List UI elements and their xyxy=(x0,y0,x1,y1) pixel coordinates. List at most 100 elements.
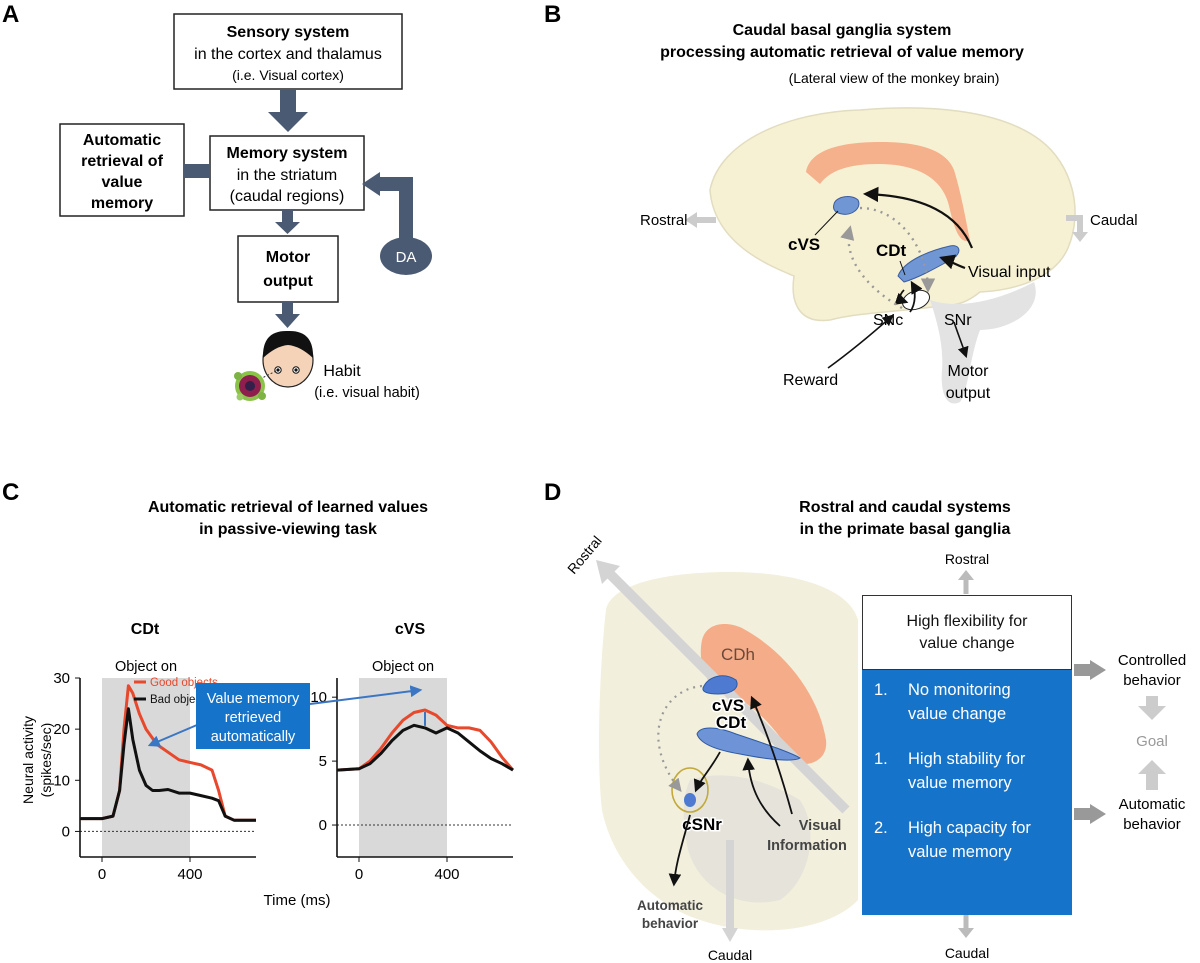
memory-title: Memory system xyxy=(227,145,348,162)
y-tick-label: 0 xyxy=(62,823,70,840)
controlled-to-goal-arrow xyxy=(1138,696,1166,720)
caudal-arrow xyxy=(1066,215,1083,234)
memory-line1: in the striatum xyxy=(237,167,337,184)
x-tick-label: 0 xyxy=(355,866,363,883)
sensory-to-memory-arrow xyxy=(268,89,308,132)
controlled-label1: Controlled xyxy=(1118,652,1186,669)
csnr-core xyxy=(684,793,696,807)
panel-b-title1: Caudal basal ganglia system xyxy=(733,22,952,39)
caudal-brain-label: Caudal xyxy=(708,947,752,963)
face-icon xyxy=(249,330,314,388)
property-number: 2. xyxy=(874,819,888,837)
snc-to-cdt-path xyxy=(909,280,923,313)
brainstem-cerebellum xyxy=(930,282,1036,404)
csnr-label: cSNr xyxy=(682,815,722,834)
cdh-region xyxy=(700,624,827,765)
automatic-l1: Automatic xyxy=(83,132,161,149)
cdh-label: CDh xyxy=(721,645,755,664)
flexibility-text: High flexibility for value change xyxy=(906,612,1028,652)
caudal-properties-box: 1. No monitoring value change 1. High st… xyxy=(862,670,1072,915)
motor-output-label1: Motor xyxy=(948,363,990,380)
y-tick-label: 30 xyxy=(53,670,70,687)
y-tick-label: 20 xyxy=(53,721,70,738)
rostral-top-arrowhead xyxy=(958,570,974,580)
da-node xyxy=(380,237,432,275)
motor-l1: Motor xyxy=(266,249,310,266)
x-tick-label: 0 xyxy=(98,866,106,883)
memory-automatic-connector xyxy=(184,164,210,178)
panel-b-title2: processing automatic retrieval of value … xyxy=(660,44,1024,61)
property-item: 2. High capacity for value memory xyxy=(874,816,1062,864)
x-tick-label: 400 xyxy=(434,866,459,883)
panel-c: C Automatic retrieval of learned values … xyxy=(2,479,515,909)
x-axis-label: Time (ms) xyxy=(264,892,331,909)
object-on-shading xyxy=(102,678,190,857)
callout-arrow-cvs xyxy=(309,685,423,705)
automatic-to-goal-arrow xyxy=(1138,760,1166,790)
monkey-brain-lateral xyxy=(709,107,1076,322)
striatum-body xyxy=(806,142,970,241)
motor-output-arrow xyxy=(953,321,969,359)
panel-a-letter: A xyxy=(2,1,19,28)
good-objects-line xyxy=(336,708,515,772)
sensory-system-box xyxy=(173,13,403,90)
controlled-arrowhead xyxy=(1090,660,1106,680)
rostral-diag-arrowhead xyxy=(596,560,620,584)
automatic-behavior-brain1: Automatic xyxy=(637,898,703,913)
cvs-region-d xyxy=(702,675,738,695)
memory-to-motor-arrow xyxy=(275,210,300,234)
bad-objects-line xyxy=(80,707,256,822)
automatic-label1: Automatic xyxy=(1119,796,1186,813)
object-on-shading xyxy=(359,678,447,857)
property-item: 1. No monitoring value change xyxy=(874,678,1062,726)
automatic-retrieval-box xyxy=(59,123,185,217)
cvs-to-snr-dotted xyxy=(859,206,936,293)
brainstem-region xyxy=(683,775,811,903)
property-text: No monitoring value change xyxy=(908,681,1011,723)
habit-label: Habit xyxy=(323,363,361,380)
property-text: High stability for value memory xyxy=(908,750,1026,792)
y-tick-label: 10 xyxy=(53,772,70,789)
da-arrowhead xyxy=(362,172,380,196)
visual-info-label1: Visual xyxy=(799,818,841,834)
visual-input-label: Visual input xyxy=(968,264,1051,281)
automatic-l3: value xyxy=(102,174,143,191)
cdt-label: CDt xyxy=(876,241,907,260)
visual-to-cdt-path xyxy=(939,254,966,270)
chart-title-cdt: CDt xyxy=(131,621,160,638)
sensory-title: Sensory system xyxy=(227,24,350,41)
reward-arrow xyxy=(827,314,894,369)
visual-to-cvs-arrow xyxy=(750,695,793,815)
caudal-bottom-arrowhead xyxy=(958,928,974,938)
da-pathway xyxy=(378,177,413,242)
flexibility-box: High flexibility for value change xyxy=(862,595,1072,670)
object-on-label: Object on xyxy=(372,659,434,675)
snr-label: SNr xyxy=(944,312,972,329)
cvs-region xyxy=(833,196,860,215)
rostral-top-label: Rostral xyxy=(945,551,989,567)
cvs-label-d: cVS xyxy=(712,696,744,715)
y-axis-label2: (spikes/sec) xyxy=(38,723,54,798)
property-number: 1. xyxy=(874,750,888,768)
caudal-arrowhead xyxy=(1072,232,1088,242)
reward-label: Reward xyxy=(783,372,838,389)
da-label: DA xyxy=(396,249,417,266)
automatic-label2: behavior xyxy=(1123,816,1181,833)
goal-label: Goal xyxy=(1136,733,1168,750)
legend-label: Bad objects xyxy=(150,694,210,706)
visual-to-cvs-path xyxy=(862,186,974,249)
cvs-label: cVS xyxy=(788,235,820,254)
callout-line1: Value memory xyxy=(207,691,300,707)
panel-c-letter: C xyxy=(2,479,19,506)
panel-c-title1: Automatic retrieval of learned values xyxy=(148,499,428,516)
property-number: 1. xyxy=(874,681,888,699)
y-tick-label: 5 xyxy=(319,753,327,770)
cvs-to-csnr-dotted xyxy=(657,684,703,793)
cvs-pointer xyxy=(814,210,839,236)
automatic-behavior-brain2: behavior xyxy=(642,916,699,931)
panel-b-subtitle: (Lateral view of the monkey brain) xyxy=(789,70,1000,86)
callout-line3: automatically xyxy=(211,729,296,745)
memory-system-box xyxy=(209,135,365,211)
